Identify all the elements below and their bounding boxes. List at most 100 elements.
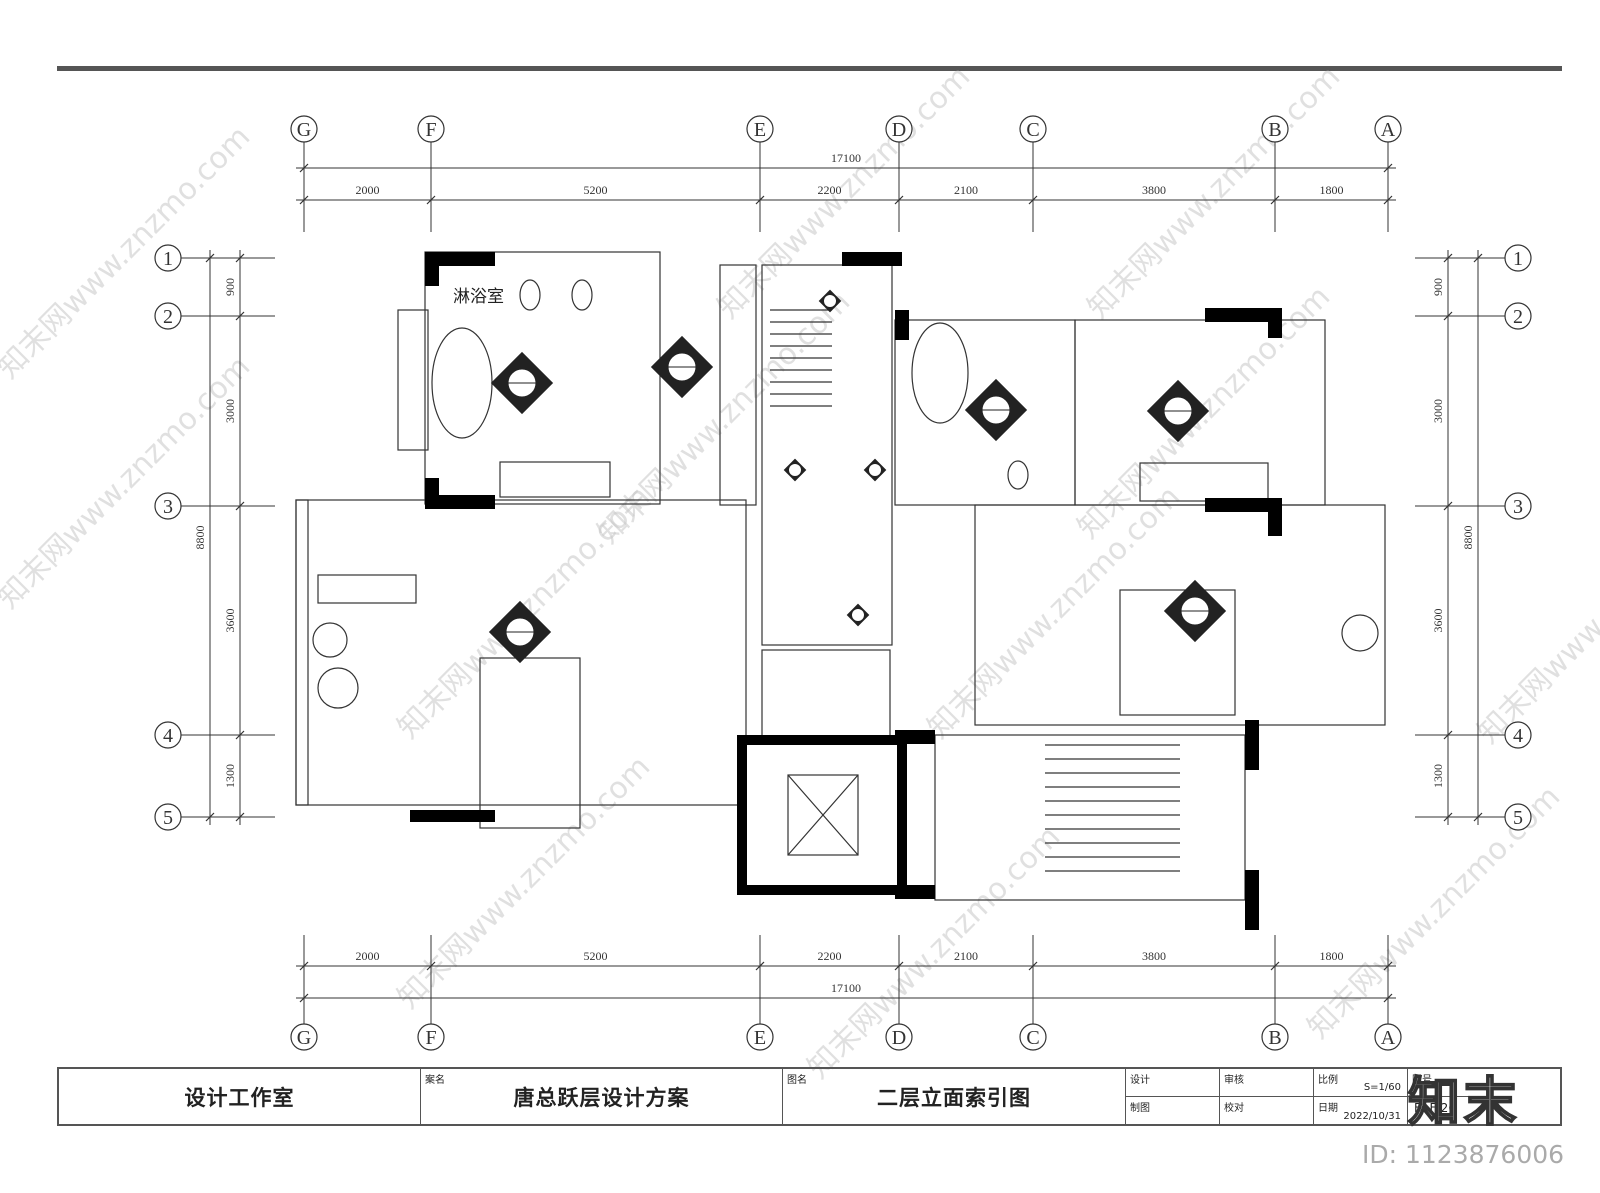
vanity-left: [499, 461, 611, 498]
dim-label: 3000: [1431, 399, 1445, 423]
axis-bubble-label: 4: [163, 725, 173, 747]
axis-bubble-label: B: [1268, 119, 1281, 141]
dim-tick: [235, 812, 245, 822]
dim-tick: [1443, 730, 1453, 740]
column: [895, 730, 935, 744]
dim-tick: [205, 812, 215, 822]
axis-bubble-label: A: [1381, 1027, 1396, 1049]
lower-stair-outline: [934, 734, 1246, 901]
dim-tick: [235, 311, 245, 321]
axis-bottom-D: D: [885, 1023, 913, 1051]
section-marker: [846, 603, 870, 627]
axis-bottom-B: B: [1261, 1023, 1289, 1051]
tb-project-cell: 案名 唐总跃层设计方案: [421, 1069, 783, 1124]
elevation-index-marker: [964, 378, 1028, 442]
column: [425, 252, 439, 286]
chair-left-2: [317, 667, 359, 709]
wardrobe-strip: [719, 264, 757, 506]
tb-sheet: 图号: [1408, 1069, 1502, 1097]
tb-design-label: 设计: [1130, 1075, 1150, 1086]
axis-bubble-label: 4: [1513, 725, 1523, 747]
dim-tick: [299, 195, 309, 205]
axis-bubble-label: B: [1268, 1027, 1281, 1049]
image-id: ID: 1123876006: [1362, 1140, 1565, 1169]
dim-tick: [235, 253, 245, 263]
dim-tick: [1473, 812, 1483, 822]
dim-tick: [1383, 195, 1393, 205]
room-label-shower: 淋浴室: [453, 287, 504, 307]
column: [1245, 720, 1259, 770]
dim-tick: [1383, 993, 1393, 1003]
storage-outline: [761, 649, 891, 741]
axis-right-3: 3: [1504, 492, 1532, 520]
watermark-text: 知末网www.znzmo.com: [711, 59, 977, 325]
dim-tick: [426, 961, 436, 971]
watermark-text: 知末网www.znzmo.com: [921, 479, 1187, 745]
dim-label: 2200: [818, 949, 842, 963]
axis-bubble-label: E: [754, 119, 766, 141]
dim-tick: [299, 961, 309, 971]
axis-bubble-label: D: [892, 1027, 906, 1049]
axis-top-A: A: [1374, 115, 1402, 143]
dim-label: 3800: [1142, 949, 1166, 963]
axis-right-4: 4: [1504, 721, 1532, 749]
tb-project-label: 案名: [425, 1075, 445, 1086]
tb-draw-label: 制图: [1130, 1103, 1150, 1114]
chair-left-1: [312, 622, 348, 658]
axis-bubble-label: D: [892, 119, 906, 141]
dim-total-label: 8800: [193, 526, 207, 550]
dim-label: 1300: [223, 764, 237, 788]
axis-left-5: 5: [154, 803, 182, 831]
axis-bubble-label: 3: [163, 496, 173, 518]
stair-core-outline: [761, 264, 893, 646]
tb-review: 审核: [1220, 1069, 1314, 1097]
elevation-index-marker: [1163, 579, 1227, 643]
column: [1205, 498, 1275, 512]
dim-tick: [1443, 812, 1453, 822]
dim-label: 3000: [223, 399, 237, 423]
axis-bottom-F: F: [417, 1023, 445, 1051]
axis-top-D: D: [885, 115, 913, 143]
structural-columns: [410, 252, 1282, 930]
dim-tick: [1443, 501, 1453, 511]
dim-tick: [1028, 961, 1038, 971]
right-bedroom-outline: [974, 504, 1386, 726]
axis-left-4: 4: [154, 721, 182, 749]
section-marker: [863, 458, 887, 482]
column: [425, 252, 495, 266]
axis-bottom-A: A: [1374, 1023, 1402, 1051]
dim-tick: [1270, 961, 1280, 971]
axis-top-F: F: [417, 115, 445, 143]
bath-bay-window: [397, 309, 429, 451]
chair-right: [1341, 614, 1379, 652]
elevator-cross-2: [787, 774, 859, 856]
tb-scale-label: 比例: [1318, 1075, 1338, 1086]
column: [410, 810, 495, 822]
axis-bubble-label: F: [425, 119, 436, 141]
dim-tick: [1383, 961, 1393, 971]
axis-top-G: G: [290, 115, 318, 143]
dim-tick: [1443, 311, 1453, 321]
axis-bubble-label: 5: [163, 807, 173, 829]
tb-sheet-no: EI-F-26: [1408, 1097, 1502, 1125]
axis-bubble-label: F: [425, 1027, 436, 1049]
watermark-text: 知末网www.znzmo.com: [1471, 484, 1600, 750]
marker-circle: [852, 609, 864, 621]
marker-circle: [789, 464, 801, 476]
tb-drawing-cell: 图名 二层立面索引图: [783, 1069, 1126, 1124]
axis-left-3: 3: [154, 492, 182, 520]
dim-label: 2000: [356, 183, 380, 197]
dim-label: 900: [1431, 278, 1445, 296]
dim-label: 3600: [1431, 609, 1445, 633]
axis-bubble-label: C: [1026, 1027, 1039, 1049]
dim-label: 2200: [818, 183, 842, 197]
walls-layer: [295, 251, 1386, 901]
dim-tick: [235, 501, 245, 511]
elevator-shaft: [737, 735, 907, 895]
elevation-index-marker: [488, 600, 552, 664]
